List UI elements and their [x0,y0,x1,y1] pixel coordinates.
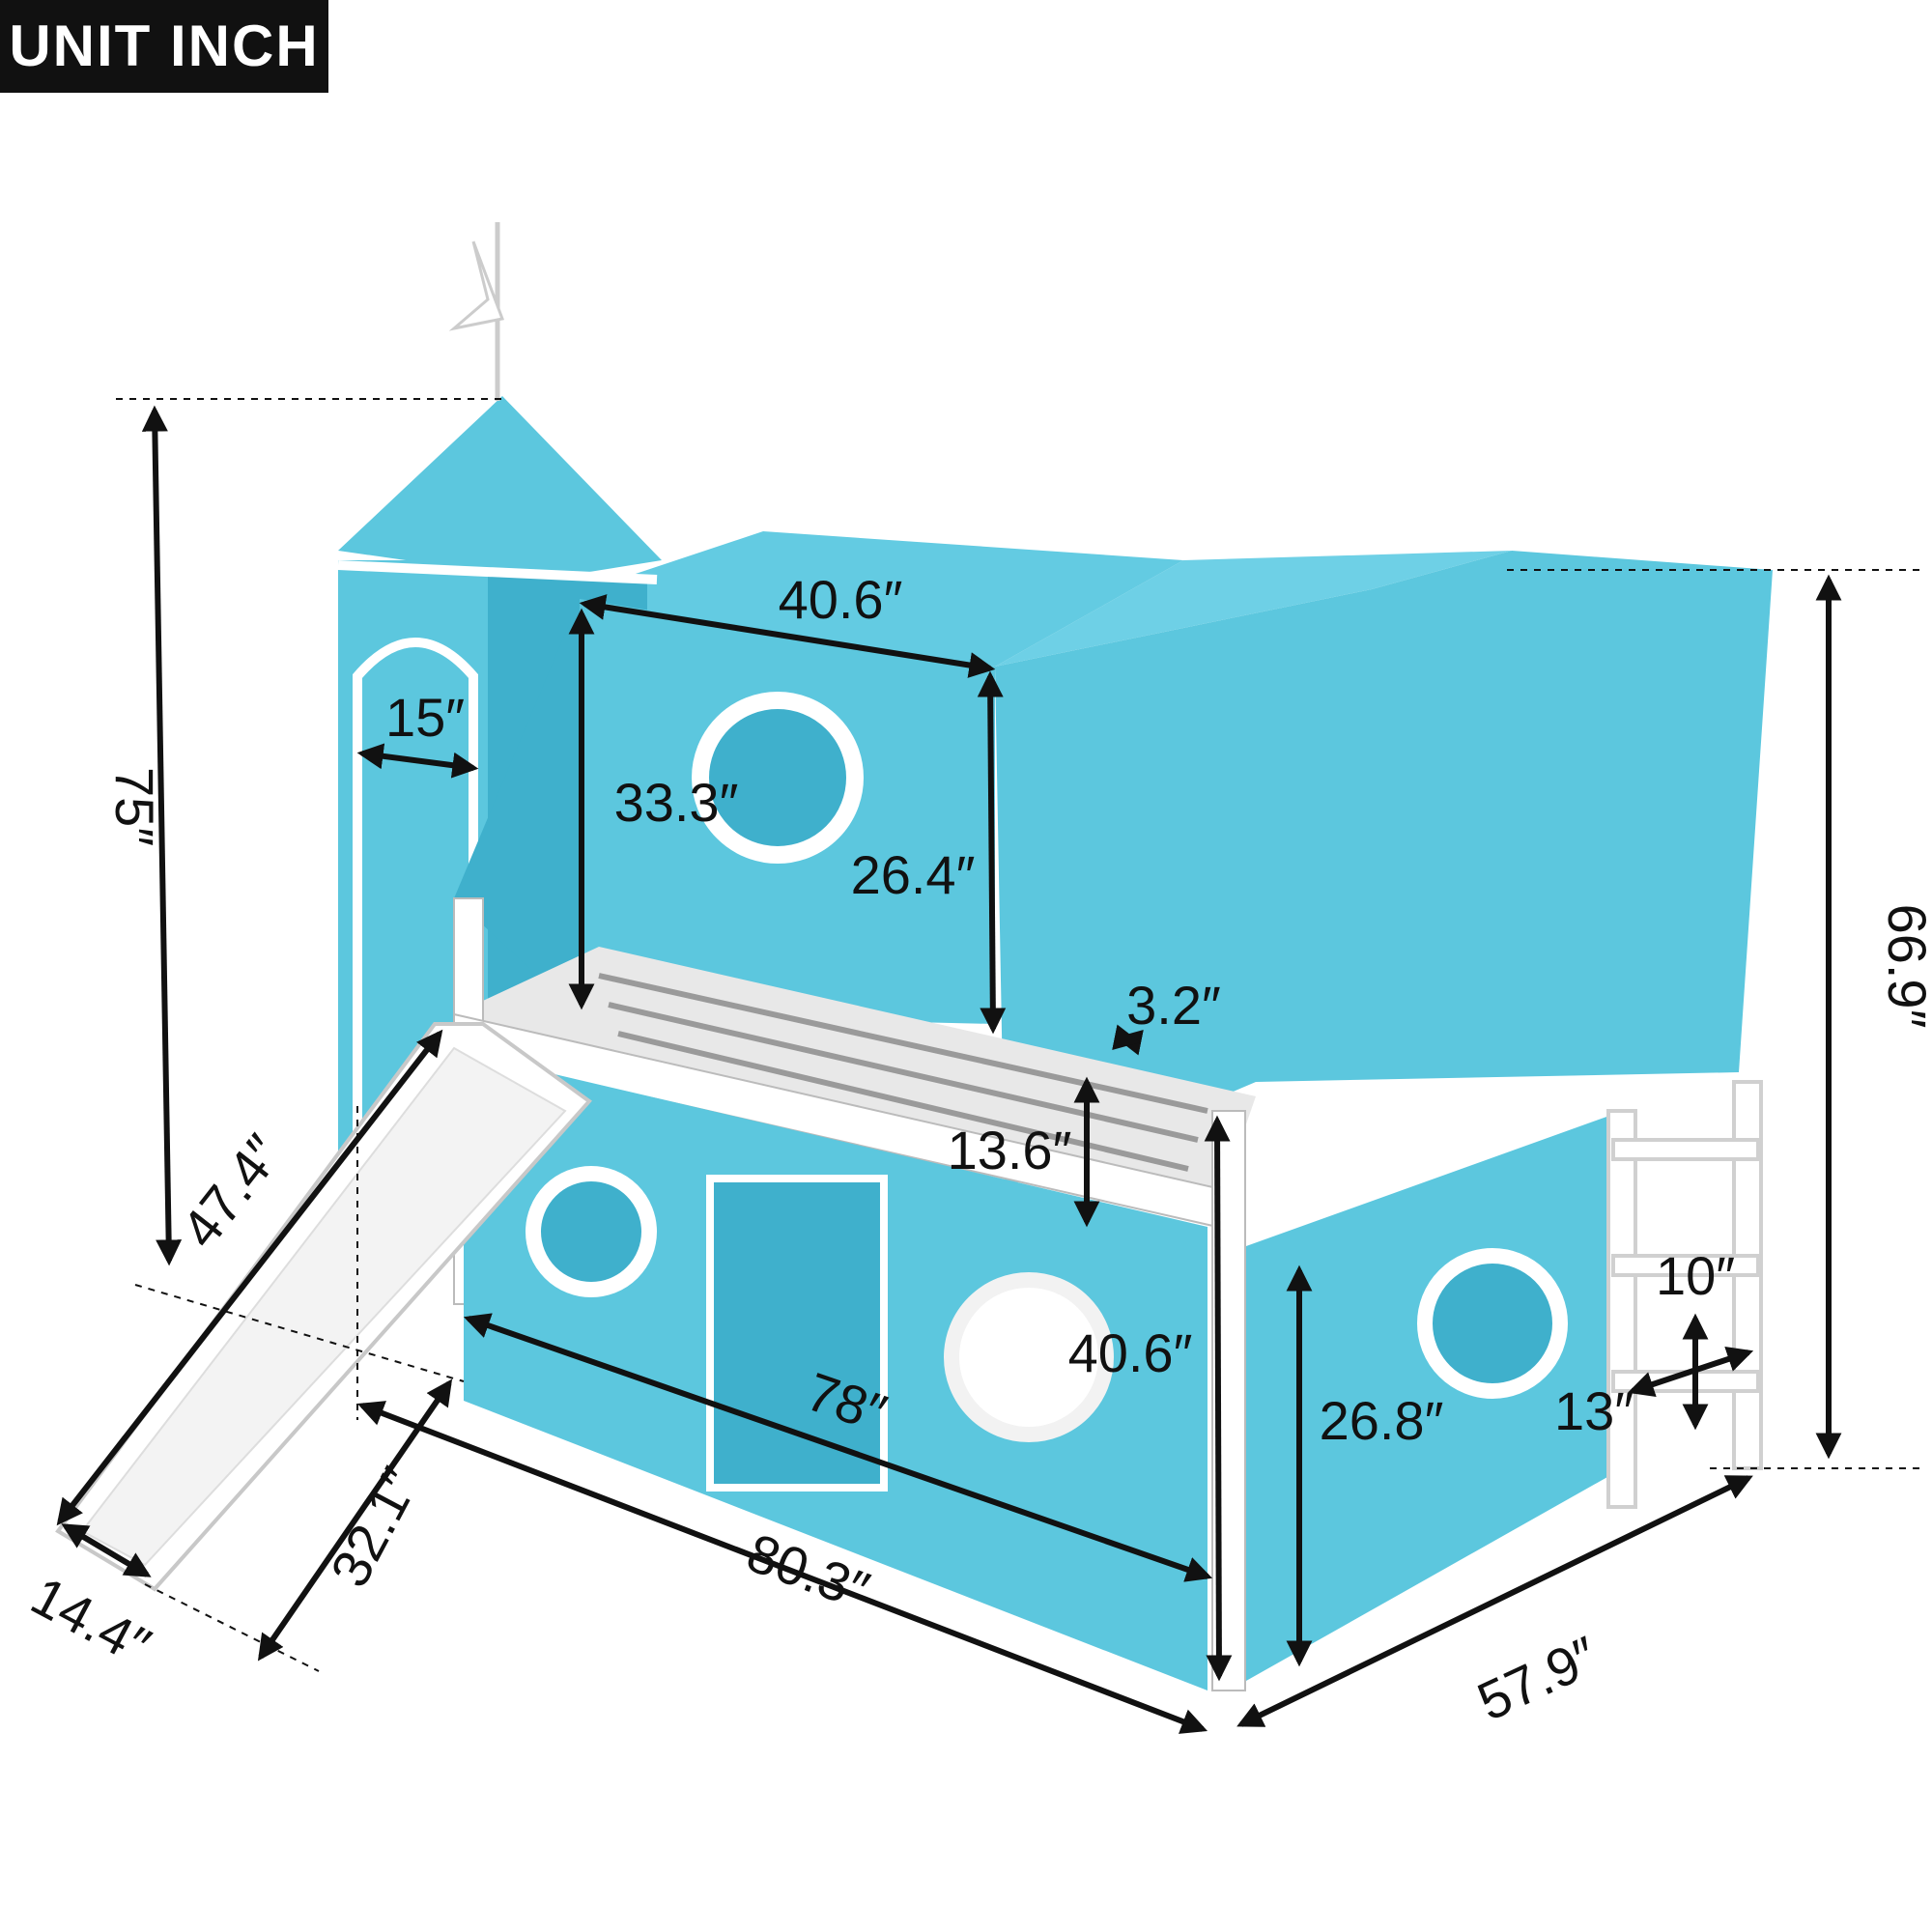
tower-window [353,638,478,1179]
label-clearance: 40.6″ [1068,1322,1193,1383]
label-tower-height: 75″ [104,767,165,846]
label-guardrail: 13.6″ [948,1120,1072,1180]
flag-icon [448,241,505,331]
tent-roof [995,551,1512,667]
arrow-tent-width [579,594,996,678]
label-tent-width: 40.6″ [779,569,903,630]
label-slide-reach: 32.1″ [319,1458,431,1596]
arrow-overall-width [1236,1475,1753,1727]
side-window-icon [1417,1248,1568,1399]
bed-frame-top [454,947,1256,1208]
label-tower-window: 15″ [385,687,465,748]
arrow-tower-window [356,743,479,779]
label-overall-height: 66.9″ [1877,904,1932,1029]
arrow-slide-reach [257,1378,453,1662]
dimension-arrows [56,405,1842,1734]
label-underbed: 26.8″ [1320,1390,1444,1451]
label-tent-height: 33.3″ [614,772,739,833]
arrow-tent-opening [977,670,1007,1035]
label-ladder-width: 13″ [1554,1380,1634,1441]
arrow-slide-length [56,1029,443,1526]
curtain-door [706,1175,888,1492]
tent-left-flap [454,599,580,1014]
unit-badge: UNIT INCH [0,0,328,93]
bed-illustration [55,222,1773,1691]
label-overall-width: 57.9″ [1468,1625,1606,1733]
label-ladder-step: 10″ [1656,1245,1735,1306]
arrow-ladder-width [1627,1347,1754,1397]
arrow-slide-width [61,1523,152,1577]
arrow-overall-length [356,1401,1208,1734]
curtain-window-left-icon [526,1166,657,1297]
ladder [1606,1080,1763,1509]
arrow-rail-gap [1112,1024,1144,1056]
tower-roof [338,396,662,580]
arrow-clearance [1204,1115,1233,1682]
label-rail-gap: 3.2″ [1126,975,1221,1036]
flower-window-icon [692,692,864,864]
unit-label: UNIT INCH [9,14,320,78]
label-tent-opening: 26.4″ [851,844,976,905]
tent-side-panel [995,551,1773,1188]
